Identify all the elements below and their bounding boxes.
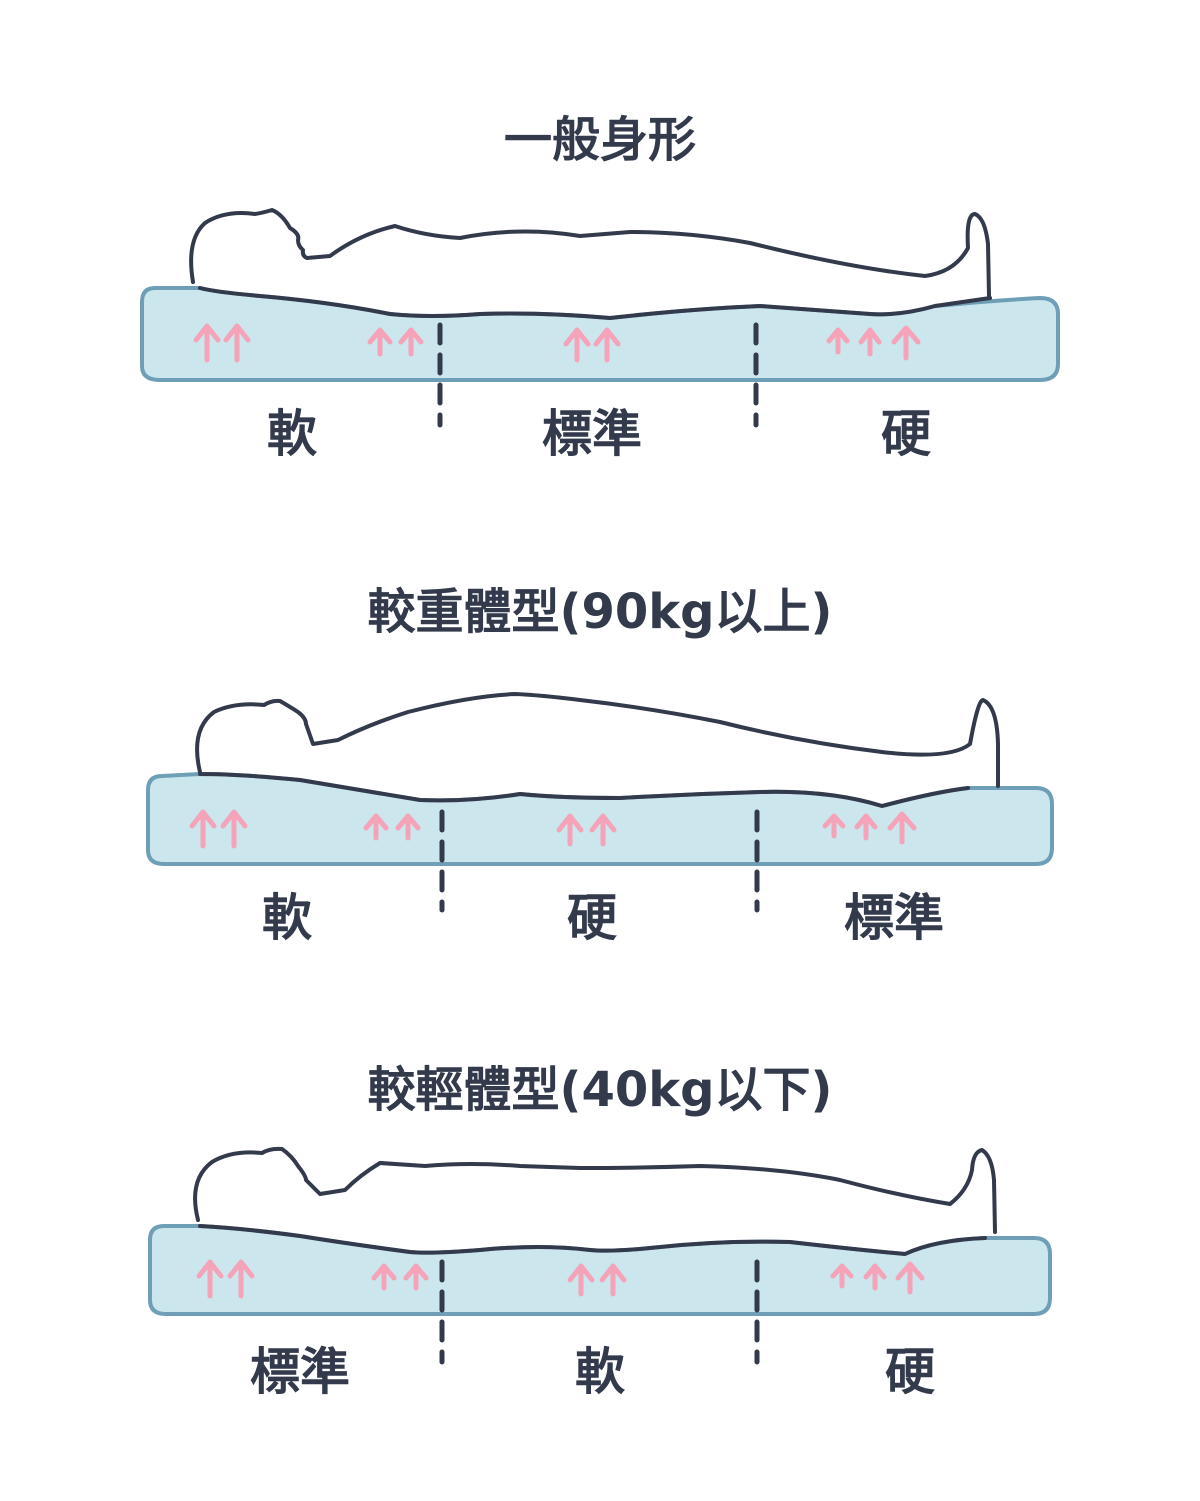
panel-2-zone-right: 標準	[844, 889, 944, 947]
pressure-arrow	[367, 327, 393, 357]
pressure-arrow	[398, 327, 424, 357]
pressure-arrow	[403, 1263, 429, 1291]
body-outline-1	[189, 208, 992, 320]
body-outline-3	[193, 1146, 997, 1256]
panel-3-title: 較輕體型(40kg以下)	[367, 1062, 833, 1118]
pressure-arrow	[223, 323, 251, 363]
pressure-arrow	[593, 327, 621, 363]
panel-3-zone-left: 標準	[250, 1343, 350, 1401]
pressure-arrow	[193, 323, 221, 363]
panel-1-zone-right: 硬	[881, 405, 931, 463]
pressure-arrow	[563, 327, 591, 363]
pressure-arrow	[567, 1263, 595, 1297]
pressure-arrow	[556, 813, 584, 847]
pressure-arrow	[887, 811, 917, 845]
pressure-arrow	[895, 1261, 925, 1295]
pressure-arrow	[863, 1263, 887, 1291]
panel-1-zone-middle: 標準	[542, 405, 642, 463]
pressure-arrow	[363, 813, 389, 841]
pressure-arrow	[599, 1263, 627, 1297]
panel-3-zone-right: 硬	[885, 1343, 935, 1401]
pressure-arrow	[589, 813, 617, 847]
pressure-arrow	[891, 325, 921, 361]
body-outline-2	[195, 692, 1000, 808]
pressure-arrow	[822, 813, 846, 839]
panel-1-zone-left: 軟	[267, 405, 317, 463]
pressure-arrow	[227, 1259, 255, 1299]
panel-2-title: 較重體型(90kg以上)	[367, 584, 833, 640]
pressure-arrow	[854, 813, 878, 841]
pressure-arrow	[371, 1263, 397, 1291]
pressure-arrow	[858, 327, 882, 357]
pressure-arrow	[220, 809, 248, 849]
panel-2-zone-middle: 硬	[567, 889, 617, 947]
pressure-arrow	[826, 327, 850, 355]
pressure-arrow	[196, 1259, 224, 1299]
pressure-arrow	[189, 809, 217, 849]
pressure-arrow	[830, 1263, 854, 1289]
panel-2-zone-left: 軟	[262, 889, 312, 947]
pressure-arrow	[395, 813, 421, 841]
panel-1-title: 一般身形	[503, 112, 696, 168]
panel-3-zone-middle: 軟	[575, 1343, 625, 1401]
